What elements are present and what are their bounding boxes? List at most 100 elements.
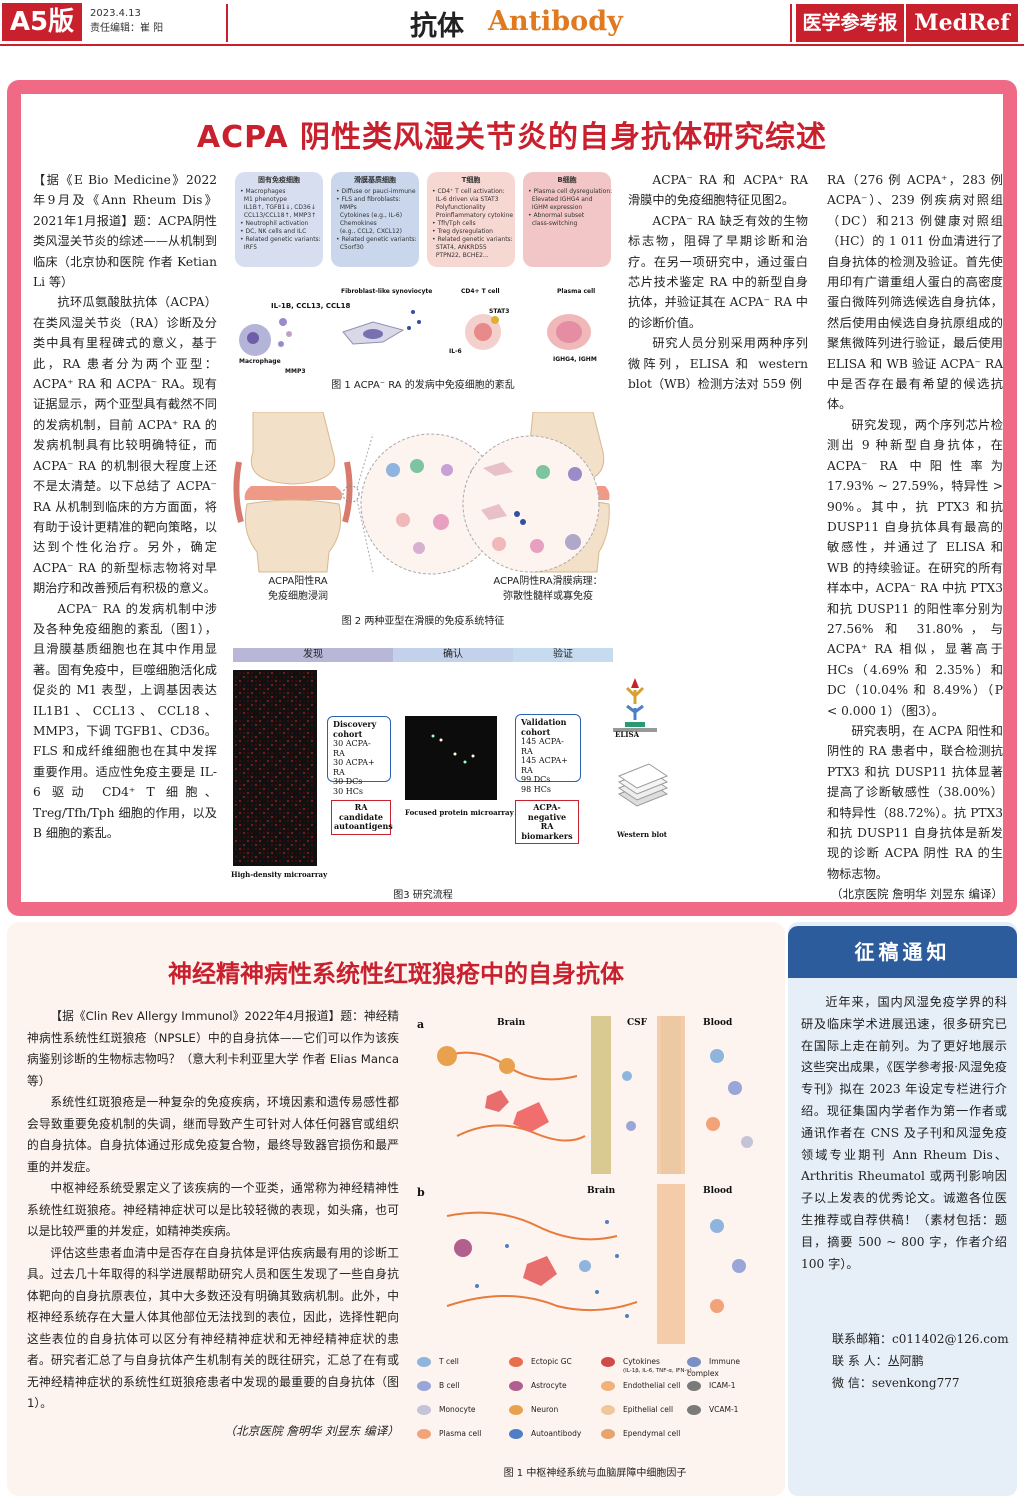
microarray-spot [267, 756, 269, 758]
microarray-spot [307, 768, 309, 770]
figure-1-caption: 图 1 ACPA⁻ RA 的发病中免疫细胞的紊乱 [331, 380, 515, 391]
microarray-spot [263, 684, 265, 686]
microarray-spot [251, 852, 253, 854]
microarray-spot [283, 768, 285, 770]
microarray-spot [291, 756, 293, 758]
article-column-3: ACPA⁻ RA 和 ACPA⁺ RA 滑膜中的免疫细胞特征见图2。 ACPA⁻… [628, 170, 808, 394]
microarray-spot [263, 856, 265, 858]
microarray-spot [291, 704, 293, 706]
microarray-spot [299, 812, 301, 814]
high-density-microarray [233, 670, 317, 866]
microarray-spot [271, 732, 273, 734]
microarray-spot [259, 704, 261, 706]
microarray-spot [247, 800, 249, 802]
microarray-spot [239, 760, 241, 762]
legend-swatch [417, 1381, 431, 1391]
microarray-spot [255, 676, 257, 678]
microarray-spot [251, 840, 253, 842]
microarray-spot [287, 672, 289, 674]
fig1-category-line: class-switching [528, 220, 578, 227]
microarray-spot [283, 816, 285, 818]
article-paragraph: 研究发现，两个序列芯片检测出 9 种新型自身抗体，在 ACPA⁻ RA 中阳性率… [827, 417, 1003, 718]
microarray-spot [271, 700, 273, 702]
fig1-category-box: 固有免疫细胞• Macrophages M1 phenotype IL1B↑, … [235, 172, 323, 267]
microarray-spot [271, 820, 273, 822]
section-title-en: Antibody [488, 6, 623, 37]
microarray-spot [287, 760, 289, 762]
microarray-spot [267, 700, 269, 702]
microarray-spot [275, 840, 277, 842]
microarray-spot [275, 856, 277, 858]
microarray-spot [251, 744, 253, 746]
article-paragraph: 系统性红斑狼疮是一种复杂的免疫疾病，环境因素和遗传易感性都会导致重要免疫机制的失… [27, 1095, 399, 1174]
microarray-spot [307, 736, 309, 738]
microarray-spot [299, 808, 301, 810]
microarray-spot [303, 844, 305, 846]
article-acpa: ACPA 阴性类风湿关节炎的自身抗体研究综述 【据《E Bio Medicine… [7, 80, 1017, 916]
legend-swatch [509, 1405, 523, 1415]
microarray-spot [235, 744, 237, 746]
microarray-spot [275, 764, 277, 766]
focused-protein-microarray [405, 716, 497, 800]
microarray-spot [247, 740, 249, 742]
microarray-spot [291, 784, 293, 786]
microarray-spot [303, 692, 305, 694]
microarray-spot [255, 780, 257, 782]
microarray-spot [239, 748, 241, 750]
microarray-spot [271, 684, 273, 686]
fig2-right-label-1: ACPA阴性RA滑膜病理： [493, 576, 603, 587]
fig1-category-title: T细胞 [461, 176, 481, 184]
microarray-spot [259, 760, 261, 762]
microarray-spot [275, 688, 277, 690]
microarray-spot [283, 752, 285, 754]
microarray-spot [291, 720, 293, 722]
microarray-spot [287, 736, 289, 738]
microarray-spot [311, 704, 313, 706]
microarray-spot [263, 716, 265, 718]
microarray-spot [307, 792, 309, 794]
microarray-spot [247, 676, 249, 678]
microarray-spot [311, 680, 313, 682]
microarray-spot [239, 732, 241, 734]
fig2-left-label: ACPA阳性RA 免疫细胞浸润 [233, 572, 363, 602]
microarray-spot [279, 844, 281, 846]
microarray-spot [255, 828, 257, 830]
microarray-spot [235, 840, 237, 842]
result-acpa-negative-biomarkers: ACPA-negative RA biomarkers [515, 800, 579, 844]
microarray-spot [291, 712, 293, 714]
microarray-spot [247, 716, 249, 718]
fig1-category-line: • FLS and fibroblasts: [336, 196, 401, 203]
microarray-spot [271, 824, 273, 826]
microarray-spot [251, 752, 253, 754]
microarray-spot [271, 736, 273, 738]
microarray-spot [311, 736, 313, 738]
microarray-spot [235, 780, 237, 782]
microarray-spot [259, 828, 261, 830]
result-line: autoantigens [334, 821, 393, 831]
microarray-spot [291, 684, 293, 686]
microarray-spot [259, 728, 261, 730]
microarray-spot [299, 772, 301, 774]
microarray-spot [287, 768, 289, 770]
microarray-spot [267, 736, 269, 738]
microarray-spot [267, 740, 269, 742]
notice-body: 近年来，国内风湿免疫学界的科研及临床学术进展迅速，很多研究已在国际上走在前列。为… [801, 992, 1007, 1275]
microarray-spot [283, 784, 285, 786]
microarray-spot [287, 828, 289, 830]
microarray-spot [251, 736, 253, 738]
microarray-spot [267, 788, 269, 790]
microarray-spot [283, 848, 285, 850]
microarray-spot [251, 816, 253, 818]
microarray-spot [247, 700, 249, 702]
fig1-label: IGHG4, IGHM [553, 356, 597, 363]
contact-email: 联系邮箱：c011402@126.com [832, 1332, 1009, 1346]
microarray-spot [239, 692, 241, 694]
microarray-spot [263, 688, 265, 690]
microarray-spot [279, 748, 281, 750]
microarray-spot [295, 676, 297, 678]
article-paragraph: 研究表明，在 ACPA 阳性和阴性的 RA 患者中，联合检测抗 PTX3 和抗 … [827, 723, 1003, 881]
microarray-spot [275, 740, 277, 742]
masthead: A5版 2023.4.13 责任编辑：崔 阳 抗体 Antibody 医学参考报… [0, 0, 1024, 46]
microarray-spot [247, 728, 249, 730]
microarray-spot [239, 672, 241, 674]
